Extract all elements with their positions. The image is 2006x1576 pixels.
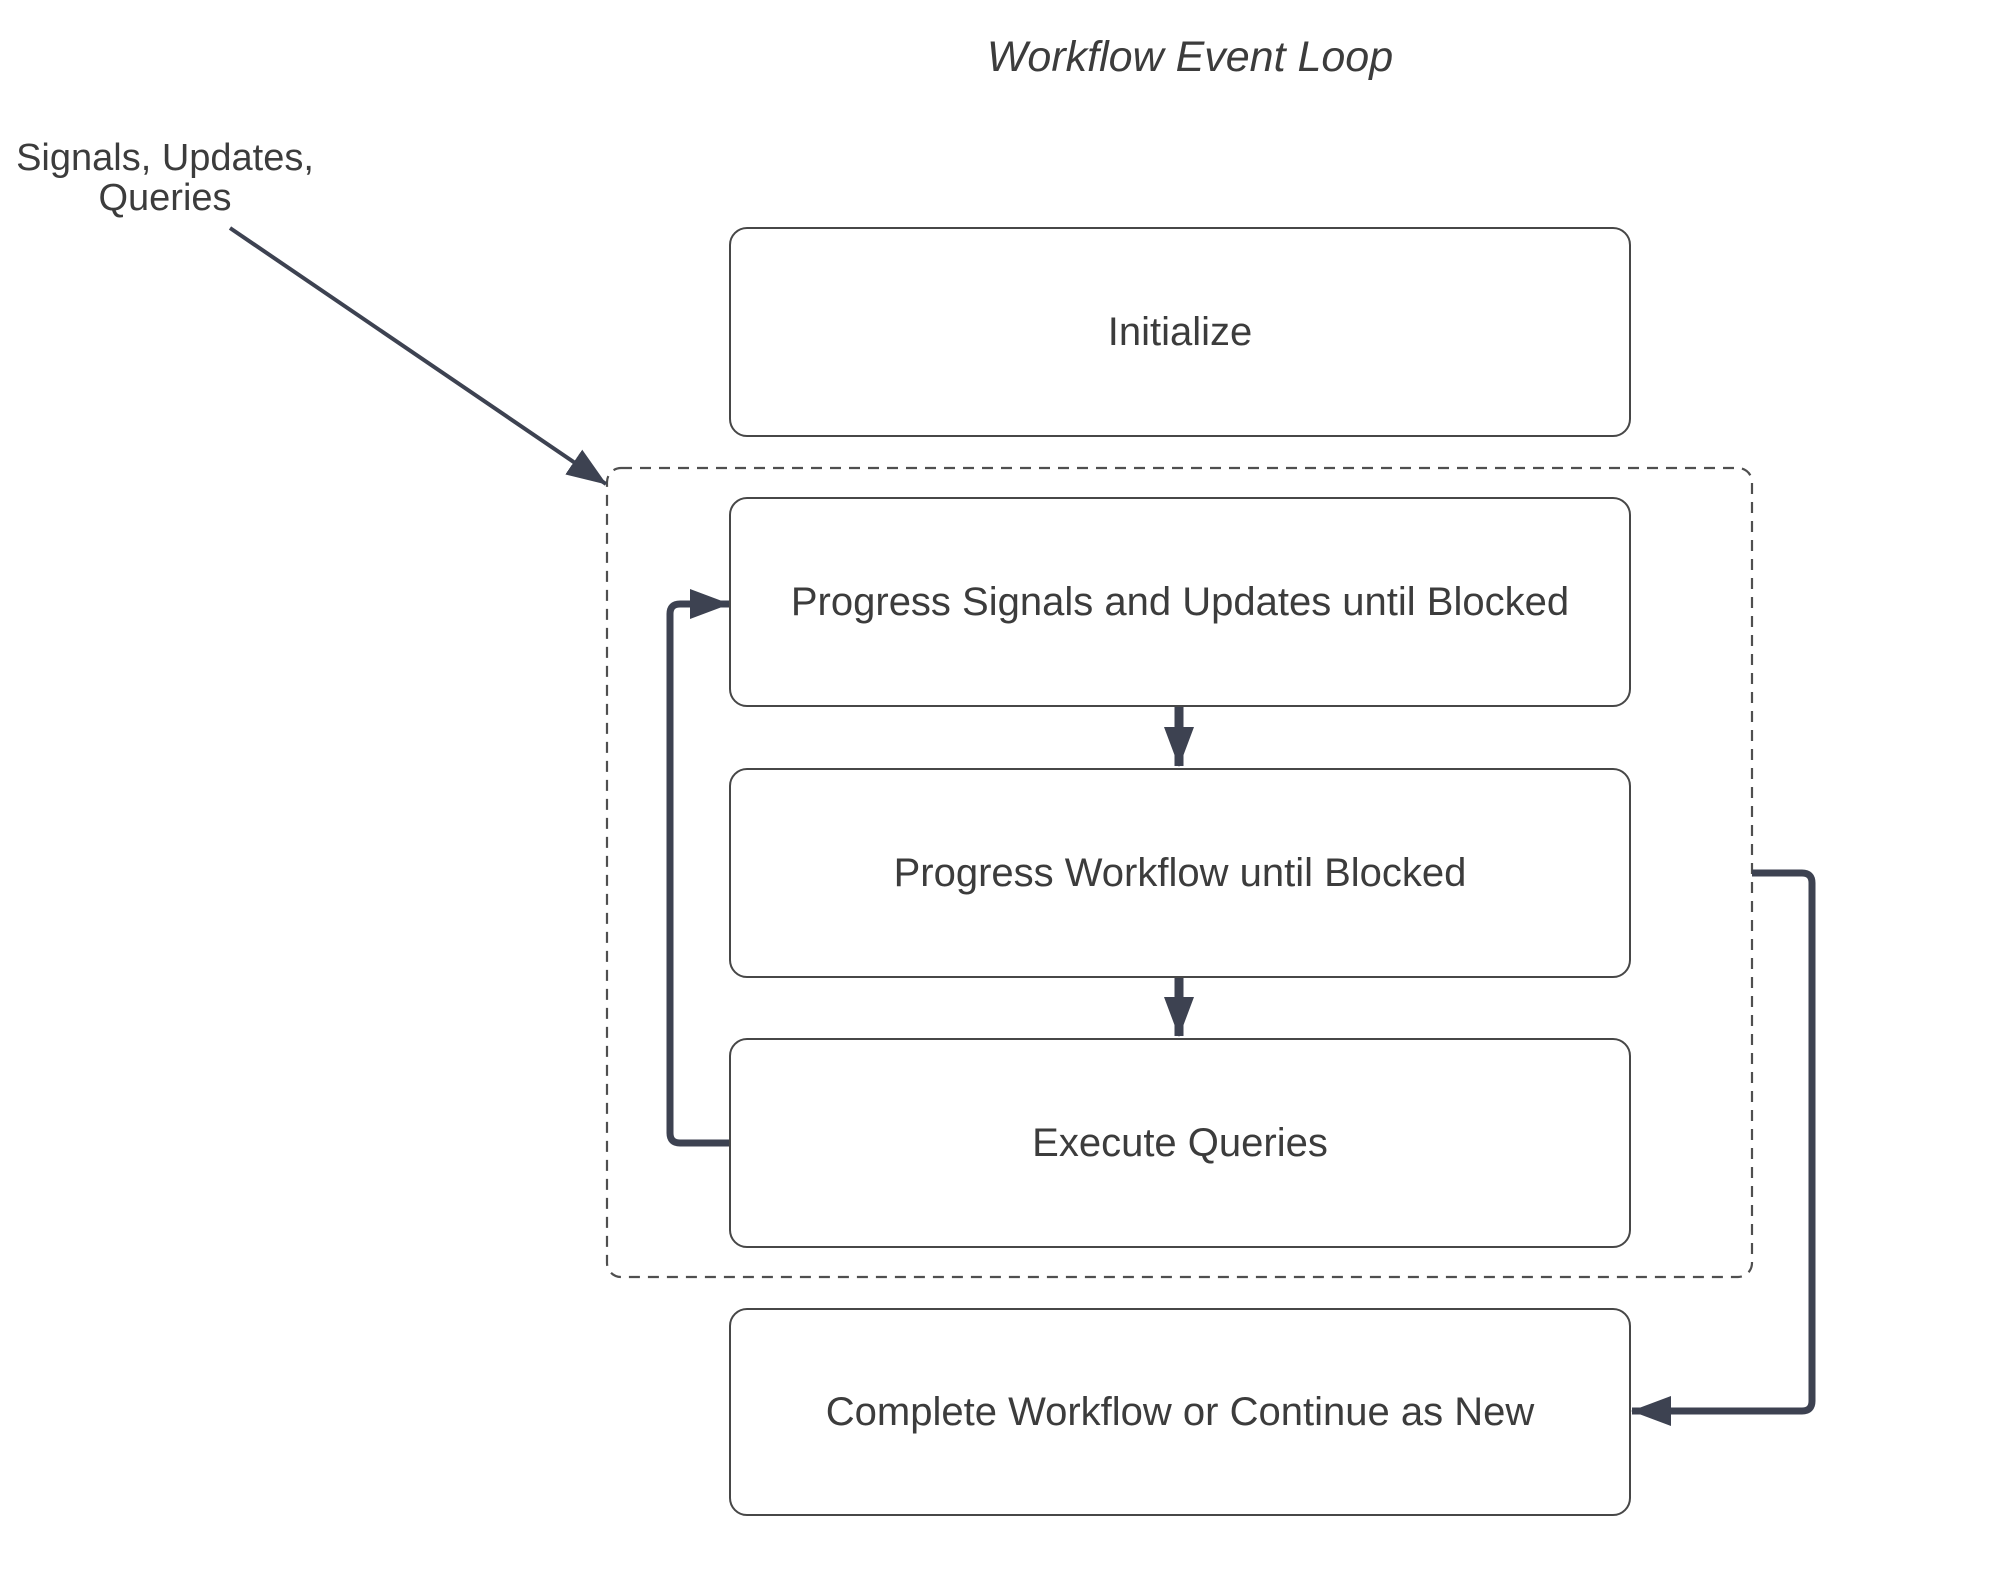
loop-exit-arrow	[1631, 869, 1816, 1426]
node-initialize-label: Initialize	[1107, 310, 1253, 354]
diagram-title: Workflow Event Loop	[986, 33, 1394, 81]
signals-queries-arrow	[228, 226, 608, 486]
signals-updates-queries-label: Signals, Updates, Queries	[15, 138, 315, 218]
annotation-line-1: Signals, Updates,	[16, 137, 314, 179]
node-execute-queries: Execute Queries	[729, 1038, 1631, 1248]
node-progress-signals-updates-label: Progress Signals and Updates until Block…	[790, 580, 1570, 624]
node-execute-queries-label: Execute Queries	[1032, 1121, 1328, 1165]
node-complete-workflow: Complete Workflow or Continue as New	[729, 1308, 1631, 1516]
node-initialize: Initialize	[729, 227, 1631, 437]
node-progress-workflow-label: Progress Workflow until Blocked	[893, 851, 1467, 895]
annotation-line-2: Queries	[98, 177, 232, 219]
node-progress-signals-updates: Progress Signals and Updates until Block…	[729, 497, 1631, 707]
queries-loop-back-arrow	[666, 589, 730, 1147]
node-complete-workflow-label: Complete Workflow or Continue as New	[825, 1390, 1535, 1434]
node-progress-workflow: Progress Workflow until Blocked	[729, 768, 1631, 978]
